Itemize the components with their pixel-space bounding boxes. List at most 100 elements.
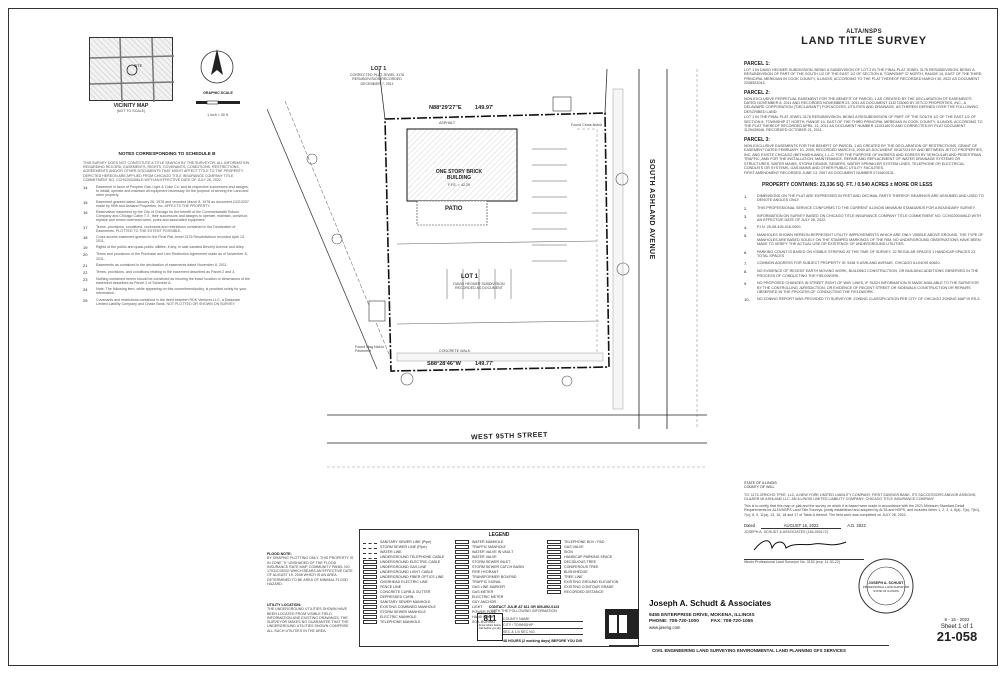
survey-note-number: 4. bbox=[744, 225, 748, 231]
note-text: Note: The following item, while appearin… bbox=[96, 287, 247, 296]
legend-item: DEPRESSED CURB bbox=[363, 595, 451, 599]
company-logo-icon bbox=[605, 609, 639, 639]
dated-label: Dated bbox=[744, 523, 756, 529]
legend-symbol-icon bbox=[455, 555, 469, 559]
legend-label: DECIDUOUS TREE bbox=[564, 560, 597, 564]
legend-label: CONCRETE CURB & GUTTER bbox=[380, 590, 431, 594]
distance-top: 149.97' bbox=[475, 105, 494, 111]
legend-symbol-icon bbox=[363, 590, 377, 594]
survey-note: 10. NO ZONING REPORT WAS PROVIDED TO SURV… bbox=[744, 297, 984, 302]
legend-symbol-icon bbox=[363, 560, 377, 564]
survey-note-number: 10. bbox=[744, 297, 750, 303]
contact-subtitle: WITH THE FOLLOWING INFORMATION bbox=[491, 609, 557, 614]
legend-item: UNDERGROUND TELEPHONE CABLE bbox=[363, 555, 451, 559]
legend-label: GAS METER bbox=[472, 590, 494, 594]
vicinity-subtitle: (NOT TO SCALE) bbox=[116, 109, 146, 113]
flood-note-title: FLOOD NOTE: bbox=[267, 552, 292, 556]
bearing-top: N88°29'27"E bbox=[429, 105, 462, 111]
parcel-text: LOT 1 IN THE FINAL PLAT JEWEL 3176 RESUB… bbox=[744, 115, 983, 133]
survey-title: LAND TITLE SURVEY bbox=[801, 35, 927, 47]
seal-subtitle: PROFESSIONAL LAND SURVEYOR bbox=[862, 585, 910, 589]
survey-note-text: P.I.N. 25-08-426-016-0000. bbox=[757, 225, 802, 230]
schedule-b-note: 25 Covenants and restrictions contained i… bbox=[83, 298, 251, 306]
legend-symbol-icon bbox=[363, 595, 377, 599]
legend-item: GUY ANCHOR bbox=[455, 600, 543, 604]
legend-label: STORM SEWER CATCH BASIN bbox=[472, 565, 524, 569]
survey-note-text: NO PROPOSED CHANGES IN STREET RIGHT OF W… bbox=[757, 281, 979, 294]
legend-symbol-icon bbox=[455, 550, 469, 554]
legend-item: ELECTRIC METER bbox=[455, 595, 543, 599]
legend-label: TELEPHONE BOX / PAD bbox=[564, 540, 605, 544]
legend-label: UNDERGROUND ELECTRIC CABLE bbox=[380, 560, 441, 564]
legend-symbol-icon bbox=[455, 600, 469, 604]
note-number: 14 bbox=[83, 185, 88, 191]
legend-item: LIGHT bbox=[455, 605, 543, 609]
legend-label: WATER MANHOLE bbox=[472, 540, 504, 544]
parcel-text: NON-EXCLUSIVE EASEMENTS FOR THE BENEFIT … bbox=[744, 143, 983, 170]
note-text: Terms, provisions, conditions, covenants… bbox=[96, 224, 236, 233]
legend-item: SOIL BORING bbox=[455, 620, 543, 624]
patio-label: PATIO bbox=[445, 206, 463, 212]
company-web: www.jaseng.com bbox=[649, 625, 681, 630]
job-number: 21-058 bbox=[936, 629, 978, 644]
legend-label: SOIL BORING bbox=[472, 620, 496, 624]
survey-note-number: 1. bbox=[744, 193, 748, 199]
legend-item: BUSH/HEDGE bbox=[547, 570, 635, 574]
survey-note-text: NO ZONING REPORT WAS PROVIDED TO SURVEYO… bbox=[757, 297, 981, 302]
legend-item: POWER POLE bbox=[455, 610, 543, 614]
company-fax: FAX: 708-720-1065 bbox=[710, 619, 754, 624]
company-address: 9455 ENTERPRISE DRIVE, MOKENA, ILLINOIS bbox=[649, 613, 755, 618]
note-number: 25 bbox=[83, 297, 88, 303]
legend-symbol-icon bbox=[547, 600, 561, 604]
schedule-b-notes: THIS SURVEY DOES NOT CONSTITUTE A TITLE … bbox=[83, 161, 251, 533]
legend-symbol-icon bbox=[363, 575, 377, 579]
legend: LEGEND SANITARY SEWER LINE (Pipe)WATER M… bbox=[359, 529, 639, 647]
note-text: Terms, provisions, and conditions relati… bbox=[96, 269, 236, 274]
found-mag-nail-label: Found Mag Nail in Pavement bbox=[355, 345, 385, 354]
legend-label: SANITARY SEWER MANHOLE bbox=[380, 600, 431, 604]
site-label: SITE bbox=[134, 64, 142, 68]
legend-symbol-icon bbox=[363, 555, 377, 559]
note-number: 16 bbox=[83, 210, 88, 216]
utility-title: UTILITY LOCATION: bbox=[267, 603, 302, 607]
lot1-bottom-sublabel: DAVID HEGNER SUBDIVISION RECORDED AS DOC… bbox=[453, 282, 505, 291]
legend-item: UNDERGROUND GAS LINE bbox=[363, 565, 451, 569]
legend-symbol-icon bbox=[547, 545, 561, 549]
legend-symbol-icon bbox=[455, 570, 469, 574]
survey-subtitle: ALTA/NSPS bbox=[846, 29, 882, 35]
legend-symbol-icon bbox=[455, 560, 469, 564]
legend-item: SANITARY SEWER LINE (Pipe) bbox=[363, 540, 451, 544]
survey-note: 4. P.I.N. 25-08-426-016-0000. bbox=[744, 225, 984, 230]
legend-item: GAS VALVE bbox=[547, 545, 635, 549]
legend-symbol-icon bbox=[547, 590, 561, 594]
asphalt-label: ASPHALT bbox=[439, 121, 456, 125]
legend-symbol-icon bbox=[455, 545, 469, 549]
note-text: Covenants and restrictions contained in … bbox=[96, 297, 241, 306]
legend-item: WATER LINE bbox=[363, 550, 451, 554]
legend-symbol-icon bbox=[363, 605, 377, 609]
legend-label: CONIFEROUS TREE bbox=[564, 565, 599, 569]
contact-field: COUNTY NAME bbox=[503, 617, 583, 623]
parcel-heading: PARCEL 3: bbox=[744, 136, 770, 143]
legend-symbol-icon bbox=[547, 570, 561, 574]
legend-label: TELEPHONE MANHOLE bbox=[380, 620, 421, 624]
survey-note: 3.INFORMATION ON SURVEY BASED ON CHICAGO… bbox=[744, 214, 984, 223]
graphic-scale-title: GRAPHIC SCALE bbox=[203, 91, 233, 95]
graphic-scale-text: 1 inch = 30 ft. bbox=[207, 113, 229, 118]
legend-label: HANDICAP PARKING SPACE bbox=[564, 555, 613, 559]
legend-label: TRANSFORMER BOX/PAD bbox=[472, 575, 517, 579]
survey-note-number: 5. bbox=[744, 233, 748, 239]
surveyor-license: Illinois Professional Land Surveyor No. … bbox=[744, 559, 864, 564]
legend-item: TRAFFIC MANHOLE bbox=[455, 545, 543, 549]
legend-symbol-icon bbox=[455, 610, 469, 614]
legend-symbol-icon bbox=[455, 605, 469, 609]
survey-note-number: 6. bbox=[744, 249, 748, 255]
legend-label: BUSH/HEDGE bbox=[564, 570, 588, 574]
legend-item: STORM SEWER CATCH BASIN bbox=[455, 565, 543, 569]
